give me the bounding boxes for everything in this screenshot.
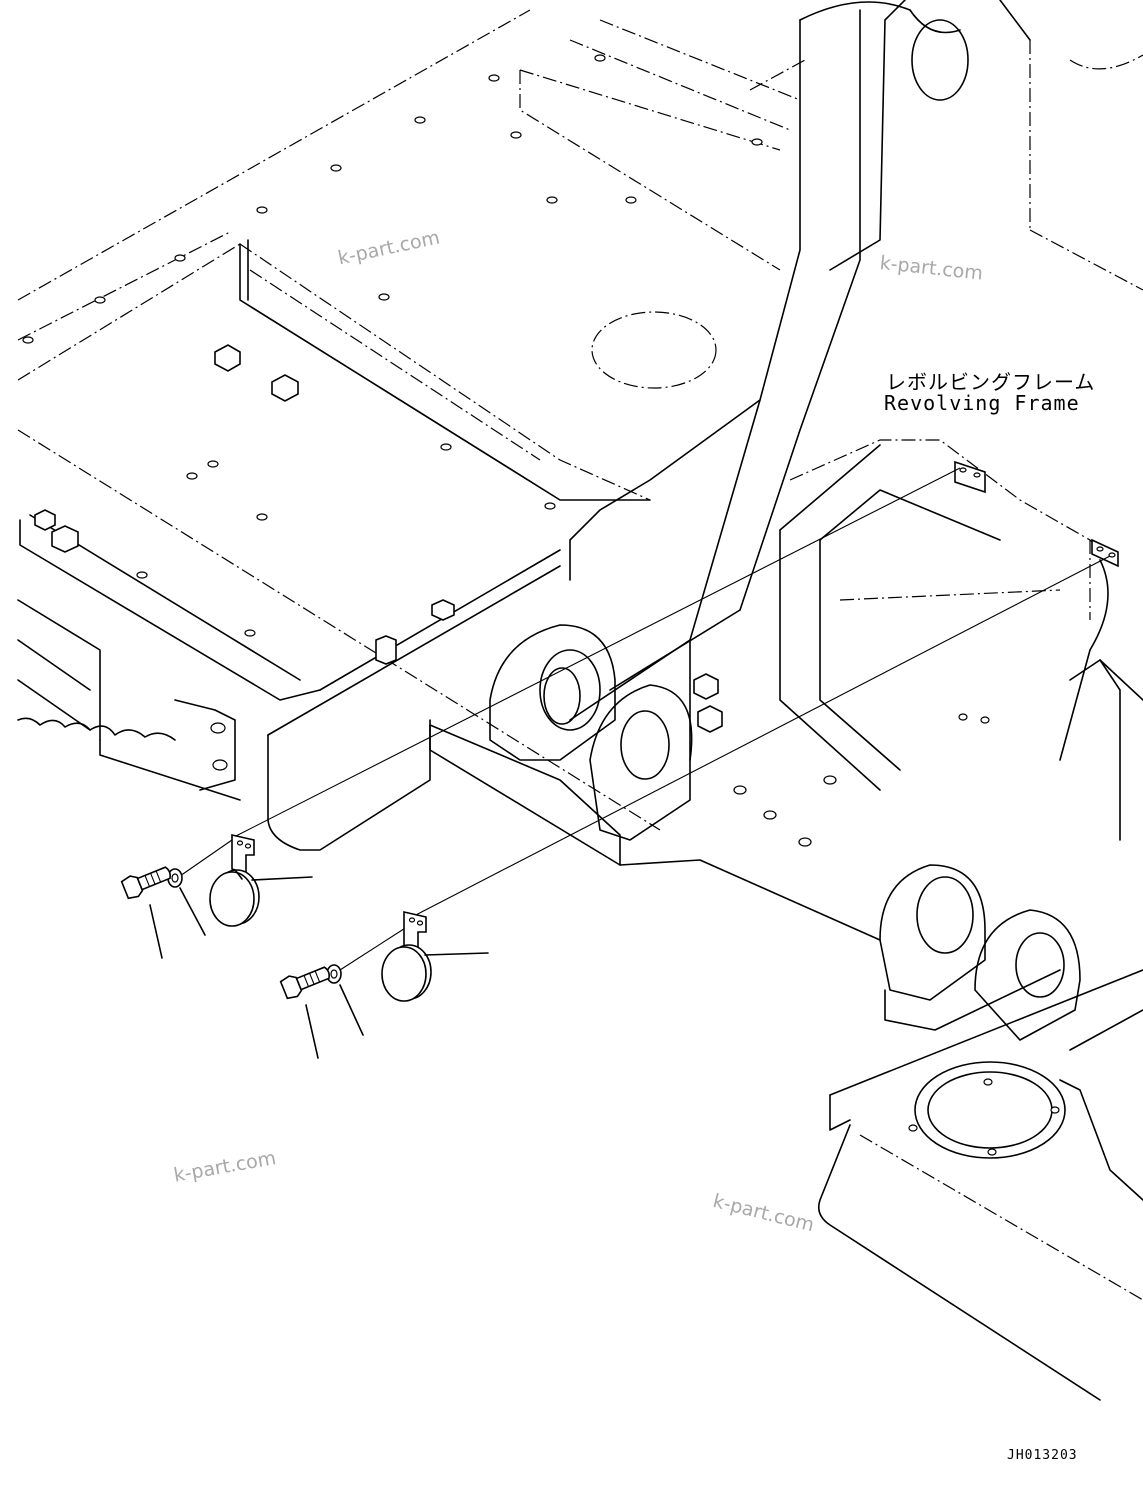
callout-lines	[149, 876, 489, 1059]
bolt-icon	[279, 966, 330, 1000]
boom-bracket	[569, 0, 1031, 761]
upper-deck-outline	[17, 9, 1143, 831]
base-plate	[429, 673, 1061, 1031]
lower-right-deck	[817, 969, 1143, 1401]
deck-holes	[22, 54, 763, 637]
assembly-label-en: Revolving Frame	[884, 391, 1080, 415]
assembly-leader-lines	[179, 467, 1111, 971]
side-frame	[17, 239, 651, 851]
drawing-number: JH013203	[1007, 1448, 1078, 1463]
bolt-icon	[120, 866, 171, 900]
assembly-label-jp: レボルビングフレーム	[886, 370, 1096, 394]
deck-opening	[591, 311, 717, 389]
horn-icon	[209, 833, 260, 927]
pin-lugs	[489, 624, 1081, 1041]
right-frame	[779, 439, 1143, 841]
horn-icon	[381, 910, 432, 1002]
